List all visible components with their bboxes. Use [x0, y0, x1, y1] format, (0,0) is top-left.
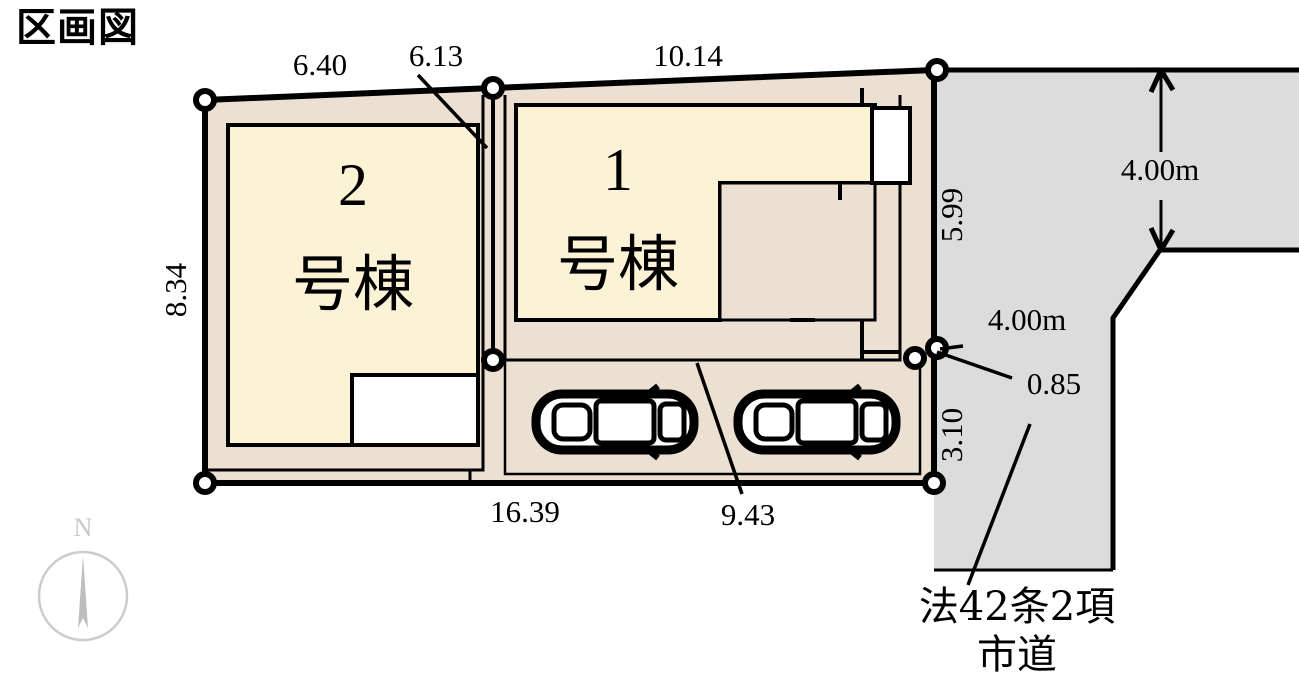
car-trunk — [859, 401, 889, 443]
boundary-point-nw — [193, 88, 217, 112]
dimension-top-right: 10.14 — [653, 38, 723, 73]
dimension-top-mid: 6.13 — [409, 38, 463, 73]
road-width-dimension-upper — [1148, 68, 1176, 252]
building-1-group: 1 号棟 — [514, 103, 912, 354]
road-label-line2: 市道 — [977, 632, 1057, 678]
car-mirror-top — [646, 383, 660, 397]
car-left — [531, 383, 699, 461]
boundary-point-se — [922, 471, 946, 495]
page-title: 区画図 — [16, 5, 139, 51]
lot1-inner-edge — [503, 95, 902, 362]
dimension-setback: 0.85 — [1027, 366, 1081, 401]
boundary-point-n-mid — [481, 76, 505, 100]
boundary-point-sw — [193, 471, 217, 495]
compass-needle — [78, 556, 88, 628]
dim-arrow-upper-bottom — [1148, 226, 1176, 252]
dimension-right-lower: 3.10 — [934, 408, 969, 462]
boundary-point-e-setback-b — [903, 346, 927, 370]
dimension-bottom-left: 16.39 — [490, 494, 560, 529]
leader-6-13 — [416, 73, 489, 150]
leader-road-label — [966, 423, 1032, 586]
parking-outline — [503, 360, 922, 476]
building-1-number: 1 — [603, 137, 633, 203]
lot2-inner-edge — [205, 95, 485, 472]
building-1-porch — [870, 106, 912, 185]
road-label-line1: 法42条2項 — [919, 584, 1115, 630]
building-2-suffix: 号棟 — [292, 249, 414, 320]
boundary-points — [193, 58, 949, 495]
car-mirror-bottom — [646, 447, 660, 461]
car-hood — [551, 402, 593, 442]
dimension-top-left: 6.40 — [293, 47, 347, 82]
road-area — [934, 67, 1299, 572]
road-east-edge — [1110, 247, 1299, 570]
building-2-group: 2 号棟 — [226, 123, 480, 447]
dimension-road-width-upper: 4.00m — [1121, 152, 1199, 187]
building-1-yard — [718, 181, 877, 322]
car-right — [733, 383, 901, 461]
leader-0-85 — [936, 350, 1013, 380]
building-2-porch — [350, 373, 480, 447]
car-hood — [753, 402, 795, 442]
dimension-road-width-lower: 4.00m — [988, 302, 1066, 337]
boundary-point-ne — [925, 58, 949, 82]
car-cabin — [795, 398, 859, 446]
boundary-point-mid-div — [481, 348, 505, 372]
compass-north-label: N — [74, 513, 93, 542]
compass-circle — [37, 550, 129, 642]
building-1-suffix: 号棟 — [557, 229, 679, 300]
dimension-bottom-mid: 9.43 — [721, 497, 775, 532]
road-fill — [934, 67, 1299, 570]
building-2-number: 2 — [338, 152, 368, 218]
car-mirror-bottom — [848, 447, 862, 461]
dimension-right-upper: 5.99 — [934, 188, 969, 242]
leader-4-00m-lower — [939, 344, 964, 351]
leader-9-43 — [695, 362, 744, 495]
compass-rose: N — [37, 513, 129, 642]
building-1-entry-step — [860, 320, 900, 354]
car-trunk — [657, 401, 687, 443]
dimension-left-side: 8.34 — [158, 262, 193, 317]
leader-lines — [416, 73, 1032, 586]
dim-arrow-upper-top — [1148, 68, 1176, 94]
car-mirror-top — [848, 383, 862, 397]
car-cabin — [593, 398, 657, 446]
